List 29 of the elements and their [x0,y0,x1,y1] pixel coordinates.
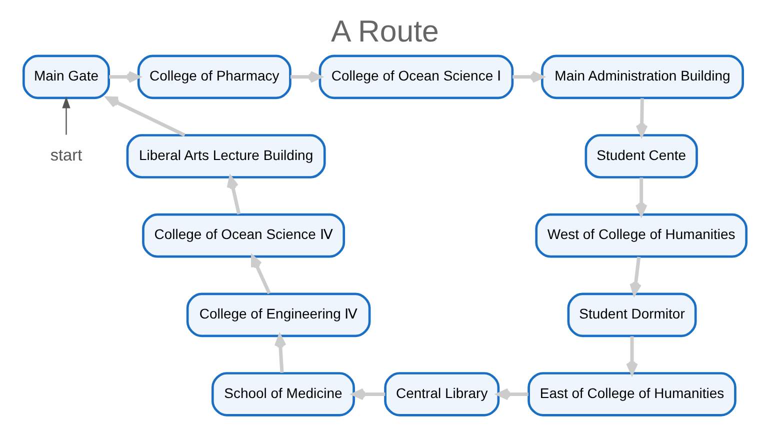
arrow [635,178,648,216]
node-box: Student Cente [584,134,698,178]
arrow [226,176,241,214]
node-box: Central Library [384,372,500,416]
arrow [106,96,186,137]
node-box: West of College of Humanities [535,213,748,258]
arrow [251,255,271,294]
node-box: School of Medicine [211,372,355,416]
arrow [274,334,286,373]
node-box: Main Gate [22,54,110,100]
arrow [626,336,638,374]
node-box: College of Ocean Science Ⅰ [318,54,514,100]
arrow [62,96,70,135]
arrow [352,388,386,400]
arrow [496,388,528,400]
node-box: East of College of Humanities [528,372,736,416]
arrow [109,70,140,83]
node-box: College of Engineering Ⅳ [186,292,371,338]
node-box: College of Pharmacy [137,54,292,100]
arrow [636,98,648,136]
node-box: Main Administration Building [541,54,744,100]
arrow [630,256,642,296]
node-text: start [50,146,82,165]
node-box: Student Dormitor [567,292,697,338]
node-box: College of Ocean Science Ⅳ [142,213,346,258]
arrow [512,70,544,83]
arrow [290,70,322,83]
node-box: Liberal Arts Lecture Building [126,134,326,178]
diagram-title: A Route [331,16,439,49]
